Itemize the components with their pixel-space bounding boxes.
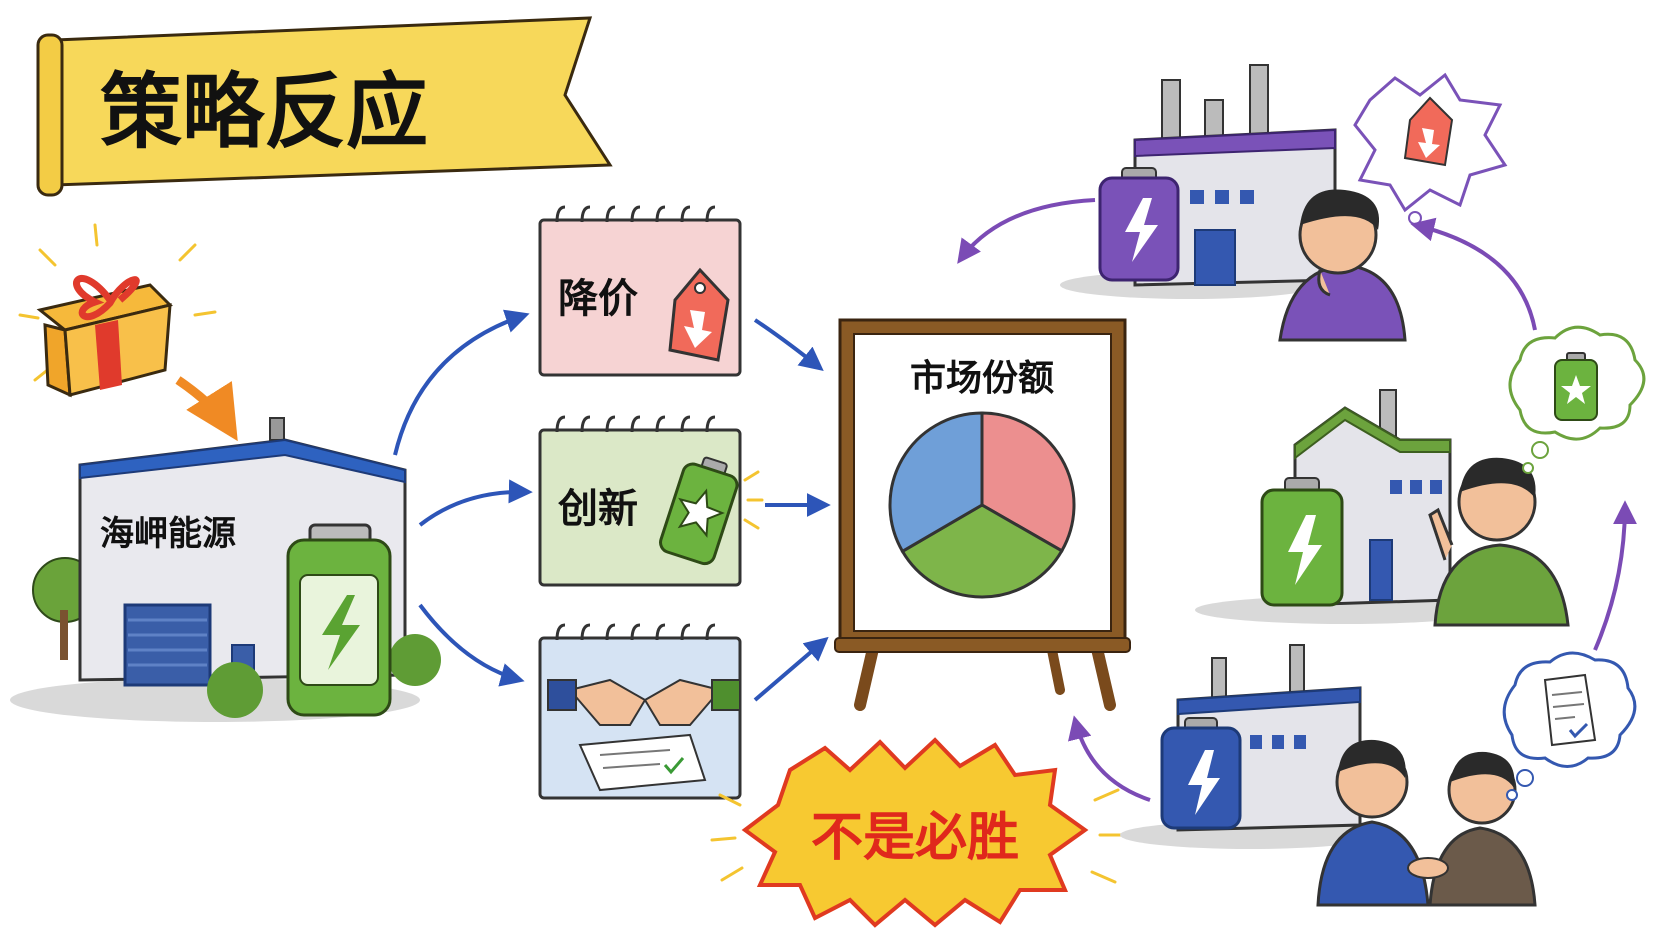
title-banner: 策略反应 <box>36 16 613 197</box>
star-battery-icon <box>1554 352 1598 421</box>
competitor-factory-purple <box>1060 64 1337 299</box>
competitor-person-pointing <box>1428 457 1570 627</box>
company-name: 海岬能源 <box>100 514 236 554</box>
price-tag-down-icon <box>1403 96 1454 167</box>
price-tag-down-icon <box>668 267 730 362</box>
star-battery-icon <box>659 456 739 566</box>
arrow-purple-to-board <box>1068 715 1151 802</box>
competitor-factory-blue <box>1120 644 1380 849</box>
competitor-person-thinking <box>1278 189 1407 342</box>
thought-cloud-innovation <box>1508 325 1646 474</box>
arrow-purple-up-to-green-competitor <box>1593 500 1637 651</box>
battery-icon <box>1260 477 1344 607</box>
pie-slice-1 <box>900 503 1064 599</box>
board-title: 市场份额 <box>910 358 1054 399</box>
arrow-to-partnership <box>418 603 525 687</box>
gift-to-factory-arrow <box>175 376 238 442</box>
arrow-price-cut-to-board <box>753 318 824 371</box>
pie-slice-2 <box>888 411 984 554</box>
warning-burst: 不是必胜 <box>710 737 1127 928</box>
handshake-contract-icon <box>547 678 741 792</box>
strategy-label-innovation: 创新 <box>558 486 638 532</box>
competitor-factory-green <box>1195 389 1495 624</box>
battery-icon <box>286 523 392 717</box>
arrow-to-innovation <box>418 479 533 527</box>
strategy-label-price-cut: 降价 <box>558 276 638 322</box>
arrow-purple-up-to-top-competitor <box>1410 217 1537 331</box>
arrow-to-price-cut <box>393 309 530 456</box>
gift-box-icon <box>18 223 217 398</box>
main-factory: 海岬能源 <box>10 417 441 722</box>
arrow-purple-competitor-to-left <box>957 198 1096 264</box>
contract-check-icon <box>1543 673 1597 747</box>
thought-burst-price-cut <box>1353 72 1508 225</box>
thought-cloud-contract <box>1502 651 1637 801</box>
strategy-card-innovation: 创新 <box>538 415 764 587</box>
competitors-shaking-hands <box>1316 739 1537 907</box>
market-share-pie <box>888 411 1076 599</box>
warning-text: 不是必胜 <box>811 808 1019 868</box>
arrow-partnership-to-board <box>753 636 829 702</box>
page-title: 策略反应 <box>100 65 428 160</box>
pie-slice-0 <box>980 411 1076 553</box>
strategy-card-partnership <box>538 623 742 800</box>
battery-icon <box>1098 167 1180 282</box>
battery-icon <box>1160 717 1242 830</box>
market-share-board: 市场份额 <box>834 318 1131 711</box>
strategy-card-price-cut: 降价 <box>538 205 742 377</box>
